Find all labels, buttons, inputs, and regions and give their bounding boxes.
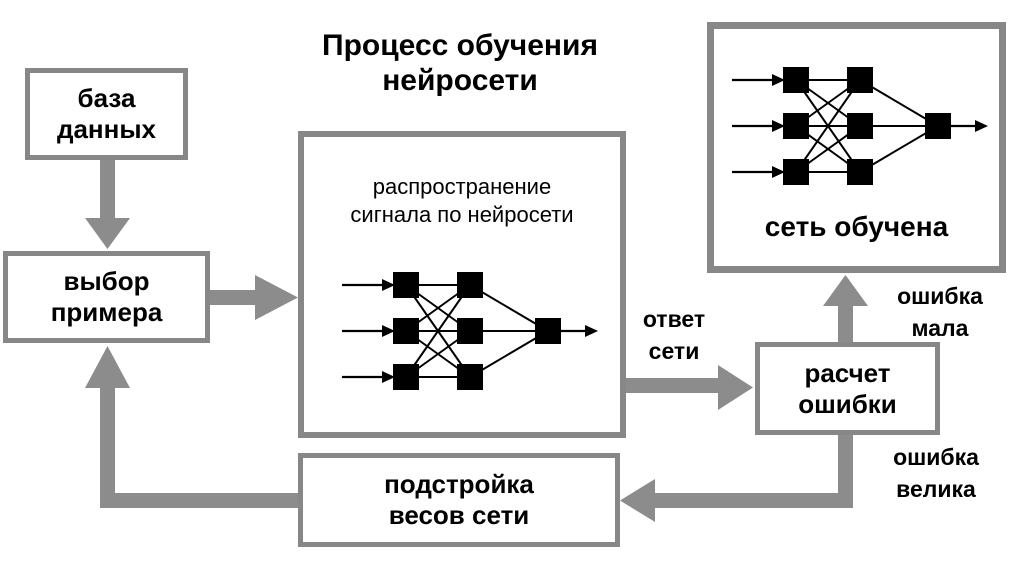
output-arrow-icon [951, 120, 988, 132]
network-nodes [783, 67, 951, 185]
label-error-large-line2: велика [896, 476, 976, 502]
label-error-small-line2: мала [911, 315, 969, 341]
box-adjust-weights: подстройка весов сети [298, 453, 620, 547]
arrow-select-to-network-icon [208, 275, 298, 320]
box-error-calculation: расчет ошибки [755, 342, 940, 435]
arrow-adjust-to-select-icon [85, 346, 300, 508]
box-error-calculation-label-line2: ошибки [798, 388, 897, 419]
box-network-trained-label: сеть обучена [764, 211, 949, 242]
arrow-error-to-trained-icon [823, 275, 868, 344]
label-error-large: ошибка велика [880, 441, 992, 505]
box-database-label-line1: база [77, 83, 136, 113]
page-title-line1: Процесс обучения [322, 29, 598, 62]
arrow-error-to-adjust-icon [620, 433, 853, 522]
box-select-example-label-line1: выбор [63, 266, 150, 296]
arrow-database-to-select-icon [85, 158, 130, 249]
label-error-small-line1: ошибка [897, 283, 983, 309]
network-nodes [393, 272, 561, 390]
signal-propagation-caption: распространение сигнала по нейросети [350, 173, 573, 229]
arrow-network-to-error-icon [622, 365, 753, 410]
label-network-answer-line2: сети [648, 338, 700, 364]
input-arrows-icon [342, 279, 395, 383]
output-arrow-icon [561, 325, 598, 337]
box-database-label-line2: данных [56, 114, 157, 144]
box-error-calculation-label-line1: расчет [804, 357, 891, 388]
box-adjust-weights-label-line1: подстройка [384, 469, 534, 499]
label-network-answer: ответ сети [628, 303, 720, 367]
trained-network-icon [732, 67, 988, 185]
label-error-large-line1: ошибка [893, 444, 979, 470]
signal-propagation-caption-line2: сигнала по нейросети [350, 202, 574, 227]
page-title: Процесс обучения нейросети [270, 28, 650, 98]
box-database: база данных [25, 68, 188, 160]
page-title-line2: нейросети [382, 64, 538, 97]
box-select-example-label-line2: примера [50, 297, 163, 327]
box-adjust-weights-label-line2: весов сети [388, 500, 530, 530]
signal-propagation-caption-line1: распространение [372, 174, 552, 199]
box-network-trained: сеть обучена [707, 22, 1006, 273]
label-error-small: ошибка мала [884, 280, 996, 344]
propagation-network-icon [342, 272, 598, 390]
box-select-example: выбор примера [3, 251, 210, 343]
label-network-answer-line1: ответ [642, 306, 706, 332]
input-arrows-icon [732, 74, 785, 178]
